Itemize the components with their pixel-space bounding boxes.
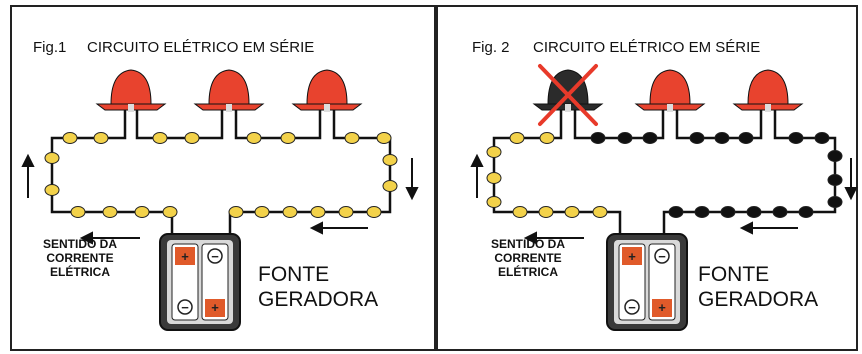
panel-1: Fig.1 CIRCUITO ELÉTRICO EM SÉRIE SENTIDO… xyxy=(21,39,419,331)
panel-2-black-electron xyxy=(738,132,754,144)
panel-1-electron xyxy=(246,132,262,144)
panel-1-electron xyxy=(254,206,270,218)
panel-2-yellow-electron xyxy=(564,206,580,218)
panel-2-sign-plus-2: + xyxy=(658,300,666,315)
panel-1-current-label-line-1: SENTIDO DA xyxy=(43,237,117,251)
panel-1-positive-terminal-2 xyxy=(205,299,225,317)
panel-2-yellow-electron xyxy=(592,206,608,218)
panel-1-electron xyxy=(44,152,60,164)
panel-2-sign-plus-1: + xyxy=(628,249,636,264)
panel-1-title: CIRCUITO ELÉTRICO EM SÉRIE xyxy=(87,39,314,56)
panel-1-current-label-line-3: ELÉTRICA xyxy=(50,264,110,279)
panel-2-black-electron xyxy=(798,206,814,218)
panel-2-black-electron xyxy=(694,206,710,218)
panel-1-electron xyxy=(382,180,398,192)
panel-1-sign-plus-2: + xyxy=(211,300,219,315)
panel-2-yellow-electron xyxy=(486,146,502,158)
panel-2-black-electron xyxy=(827,150,843,162)
panel-1-current-label-line-2: CORRENTE xyxy=(46,251,113,265)
lit-lamp-icon xyxy=(634,69,706,112)
panel-2: Fig. 2 CIRCUITO ELÉTRICO EM SÉRIE SENTID… xyxy=(470,39,858,331)
panel-1-battery: + − − + xyxy=(159,233,241,331)
panel-1-electron xyxy=(382,154,398,166)
panel-1-electron xyxy=(93,132,109,144)
panel-2-sign-minus-2: − xyxy=(628,300,636,315)
panel-1-electron xyxy=(70,206,86,218)
panel-1-sign-minus-2: − xyxy=(181,300,189,315)
panel-2-black-electron xyxy=(720,206,736,218)
panel-2-fig-label: Fig. 2 xyxy=(472,39,510,56)
panel-2-black-electron xyxy=(746,206,762,218)
panel-1-electron xyxy=(62,132,78,144)
panel-1-electron xyxy=(228,206,244,218)
panel-2-black-electron xyxy=(827,196,843,208)
panel-2-yellow-electron xyxy=(538,206,554,218)
panel-2-black-electron xyxy=(668,206,684,218)
panel-2-current-label-line-1: SENTIDO DA xyxy=(491,237,565,251)
panel-2-yellow-electron xyxy=(486,172,502,184)
panel-1-source-label-line-1: FONTE xyxy=(258,263,329,286)
panel-1-electron xyxy=(310,206,326,218)
panel-2-black-electron xyxy=(827,174,843,186)
panel-2-yellow-electron xyxy=(512,206,528,218)
panel-2-current-arrows xyxy=(470,153,858,245)
panel-1-fig-label: Fig.1 xyxy=(33,39,66,56)
panel-2-positive-terminal-2 xyxy=(652,299,672,317)
burnt-lamp-cross-icon xyxy=(538,64,598,126)
panel-1-sign-plus-1: + xyxy=(181,249,189,264)
lit-lamp-icon xyxy=(95,69,167,112)
panel-1-current-arrows xyxy=(21,153,419,245)
panel-1-electron xyxy=(134,206,150,218)
panel-2-source-label-line-2: GERADORA xyxy=(698,288,818,311)
panel-2-black-electron xyxy=(788,132,804,144)
lit-lamp-icon xyxy=(732,69,804,112)
panel-1-electron xyxy=(376,132,392,144)
panel-1-electron xyxy=(184,132,200,144)
panel-2-black-electron xyxy=(814,132,830,144)
panel-2-black-electron xyxy=(642,132,658,144)
panel-2-positive-terminal xyxy=(622,247,642,265)
panel-2-title: CIRCUITO ELÉTRICO EM SÉRIE xyxy=(533,39,760,56)
panel-2-current-label-line-2: CORRENTE xyxy=(494,251,561,265)
panel-2-black-electron xyxy=(772,206,788,218)
panel-2-black-electron xyxy=(617,132,633,144)
lit-lamp-icon xyxy=(291,69,363,112)
panel-1-electron xyxy=(162,206,178,218)
panel-2-sign-minus-1: − xyxy=(658,249,666,264)
panel-1-electron xyxy=(152,132,168,144)
panel-2-battery: + − − + xyxy=(606,233,688,331)
panel-2-yellow-electron xyxy=(509,132,525,144)
panel-2-yellow-electron xyxy=(539,132,555,144)
panel-2-current-label-line-3: ELÉTRICA xyxy=(498,264,558,279)
panel-2-source-label-line-1: FONTE xyxy=(698,263,769,286)
panel-1-source-label-line-2: GERADORA xyxy=(258,288,378,311)
lit-lamp-icon xyxy=(193,69,265,112)
panel-1-electron xyxy=(44,184,60,196)
panel-2-black-electron xyxy=(689,132,705,144)
panel-1-sign-minus-1: − xyxy=(211,249,219,264)
panel-2-yellow-electron xyxy=(486,196,502,208)
panel-1-electron xyxy=(344,132,360,144)
panel-1-electron xyxy=(282,206,298,218)
panel-1-electron xyxy=(102,206,118,218)
panel-2-black-electron xyxy=(590,132,606,144)
panel-1-positive-terminal xyxy=(175,247,195,265)
panel-1-electron xyxy=(338,206,354,218)
panel-2-black-electron xyxy=(714,132,730,144)
panel-1-electron xyxy=(366,206,382,218)
panel-1-electron xyxy=(280,132,296,144)
